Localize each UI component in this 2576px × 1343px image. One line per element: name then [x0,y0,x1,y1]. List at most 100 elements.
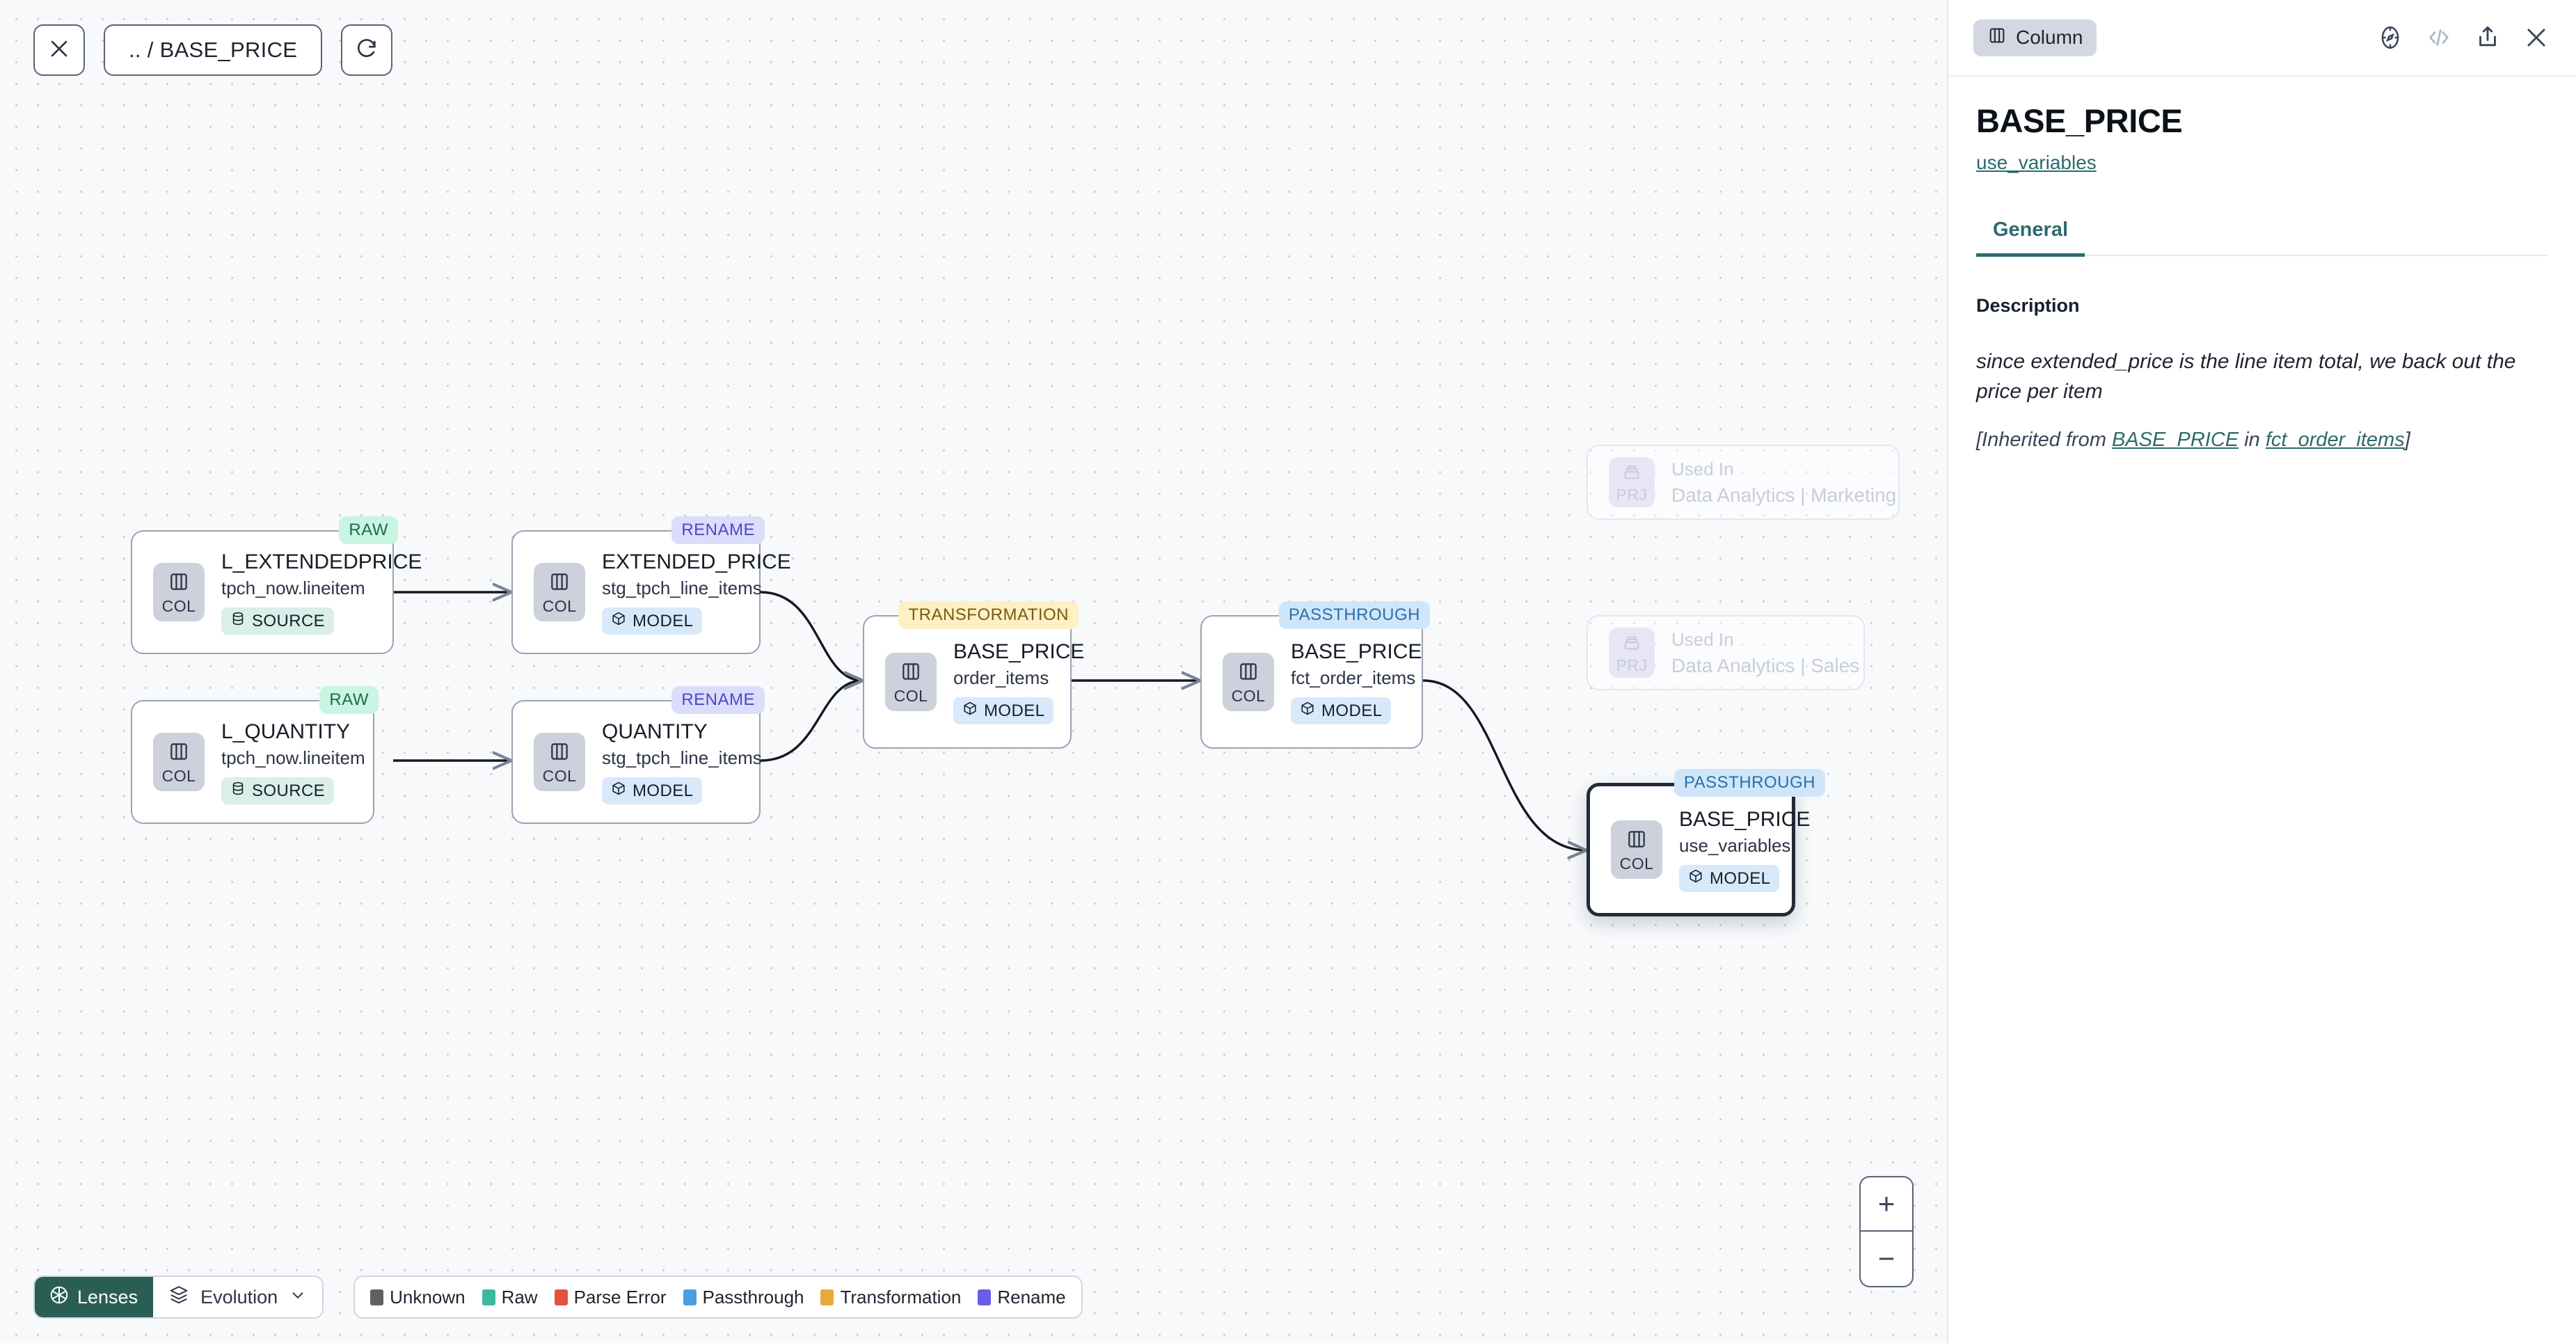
chevron-down-icon [289,1286,307,1309]
cube-icon [611,781,626,801]
column-icon [168,571,190,596]
zoom-in-button[interactable]: + [1861,1177,1912,1232]
legend-item-raw[interactable]: Raw [482,1287,538,1308]
inherited-column-link[interactable]: BASE_PRICE [2112,429,2239,452]
node-tag-raw: RAW [339,516,398,544]
share-icon[interactable] [2474,24,2501,51]
col-badge-label: COL [1231,686,1266,705]
compass-icon[interactable] [2377,24,2403,51]
column-icon [548,740,571,766]
close-graph-button[interactable] [33,24,85,76]
legend-label: Unknown [390,1286,466,1308]
cube-icon [611,611,626,631]
legend: Unknown Raw Parse Error Passthrough Tran… [353,1276,1083,1319]
node-type-label: SOURCE [252,611,326,630]
database-icon [230,611,246,631]
node-subtitle: stg_tpch_line_items [602,747,762,768]
node-title: L_EXTENDEDPRICE [221,550,422,573]
graph-node-base-price-fct-order-items[interactable]: COL BASE_PRICE fct_order_items MODEL PAS… [1200,601,1430,749]
col-badge-label: COL [542,596,577,615]
aperture-icon [49,1285,70,1310]
panel-header: Column [1948,0,2576,77]
parent-model-link[interactable]: use_variables [1976,152,2097,173]
legend-item-parse-error[interactable]: Parse Error [554,1287,667,1308]
layers-icon [168,1285,189,1310]
close-panel-icon[interactable] [2523,24,2550,51]
col-badge-label: COL [542,766,577,785]
node-title: L_QUANTITY [221,720,351,743]
used-in-label: Used In [1671,628,1734,650]
breadcrumb[interactable]: .. / BASE_PRICE [104,24,323,76]
panel-body: BASE_PRICE use_variables General Descrip… [1948,77,2576,454]
graph-node-used-in-sales[interactable]: PRJ Used In Data Analytics | Sales [1587,615,1865,690]
col-badge-label: COL [161,596,196,615]
node-tag-transformation: TRANSFORMATION [898,601,1079,629]
col-badge-label: COL [893,686,928,705]
graph-node-l-extendedprice[interactable]: COL L_EXTENDEDPRICE tpch_now.lineitem SO… [131,516,422,654]
prj-badge: PRJ [1609,457,1655,507]
node-type-badge: MODEL [1291,697,1392,725]
code-icon[interactable] [2426,24,2452,51]
node-tag-rename: RENAME [671,516,765,544]
node-type-label: SOURCE [252,781,326,800]
legend-label: Passthrough [702,1286,804,1308]
legend-item-rename[interactable]: Rename [978,1287,1066,1308]
entity-kind-pill[interactable]: Column [1973,19,2097,56]
node-type-badge: SOURCE [221,777,335,805]
lineage-canvas[interactable]: .. / BASE_PRICE COL L_EXTENDEDPRICE tpch… [0,0,1947,1343]
canvas-bottom-bar: Lenses Evolution Unknown [33,1276,1083,1319]
graph-node-extended-price[interactable]: COL EXTENDED_PRICE stg_tpch_line_items M… [511,516,791,654]
used-in-label: Used In [1671,458,1734,479]
graph-node-l-quantity[interactable]: COL L_QUANTITY tpch_now.lineitem SOURCE … [131,686,379,824]
legend-item-transformation[interactable]: Transformation [820,1287,961,1308]
evolution-dropdown[interactable]: Evolution [153,1277,323,1317]
col-badge: COL [153,733,205,791]
node-title: BASE_PRICE [953,639,1085,663]
col-badge: COL [1611,820,1662,879]
inherited-prefix: [Inherited from [1976,429,2113,452]
node-subtitle: use_variables [1679,834,1791,856]
graph-node-quantity[interactable]: COL QUANTITY stg_tpch_line_items MODEL R… [511,686,765,824]
col-badge-label: COL [1619,854,1654,873]
node-title: BASE_PRICE [1291,639,1422,663]
node-type-label: MODEL [633,611,694,630]
node-tag-passthrough: PASSTHROUGH [1278,601,1430,629]
lenses-button[interactable]: Lenses [35,1277,154,1317]
graph-node-base-price-use-variables[interactable]: COL BASE_PRICE use_variables MODEL PASST… [1587,769,1825,916]
node-subtitle: stg_tpch_line_items [602,577,762,598]
panel-tabs: General [1976,218,2548,257]
col-badge-label: COL [161,766,196,785]
node-subtitle: order_items [953,667,1049,688]
column-icon [1625,828,1648,854]
description-text: since extended_price is the line item to… [1976,350,2516,403]
lenses-label: Lenses [77,1286,138,1308]
zoom-controls: + − [1859,1176,1914,1287]
node-title: BASE_PRICE [1679,807,1811,831]
cube-icon [962,701,978,721]
prj-badge-label: PRJ [1616,655,1648,674]
entity-kind-label: Column [2016,26,2083,48]
legend-item-passthrough[interactable]: Passthrough [683,1287,804,1308]
canvas-toolbar: .. / BASE_PRICE [33,24,393,76]
legend-swatch [370,1289,384,1305]
zoom-out-button[interactable]: − [1877,1242,1895,1275]
col-badge: COL [534,563,585,621]
inherited-middle: in [2239,429,2266,452]
graph-node-used-in-marketing[interactable]: PRJ Used In Data Analytics | Marketing [1587,445,1900,520]
refresh-icon [355,37,379,64]
node-type-badge: MODEL [602,777,703,805]
legend-label: Raw [501,1286,538,1308]
refresh-button[interactable] [341,24,393,76]
used-in-project: Data Analytics | Marketing [1671,484,1897,506]
column-icon [168,740,190,766]
node-type-label: MODEL [1710,868,1771,888]
inherited-model-link[interactable]: fct_order_items [2265,429,2405,452]
project-icon [1622,462,1641,485]
node-title: EXTENDED_PRICE [602,550,791,573]
column-icon [1987,26,2007,50]
legend-item-unknown[interactable]: Unknown [370,1286,466,1308]
close-icon [47,37,71,64]
tab-general[interactable]: General [1976,218,2085,257]
graph-node-base-price-order-items[interactable]: COL BASE_PRICE order_items MODEL TRANSFO… [863,601,1085,749]
prj-badge: PRJ [1609,628,1655,678]
